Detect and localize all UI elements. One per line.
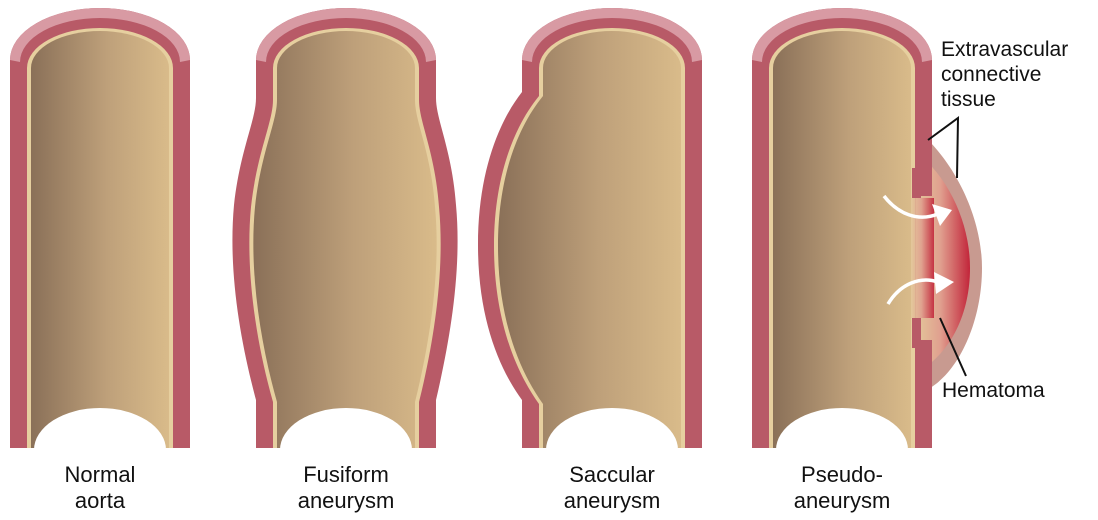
label-hematoma: Hematoma xyxy=(942,378,1045,403)
caption-normal-aorta: Normal aorta xyxy=(40,462,160,514)
caption-line: aneurysm xyxy=(542,488,682,514)
caption-line: Pseudo- xyxy=(772,462,912,488)
caption-line: aorta xyxy=(40,488,160,514)
label-line: Hematoma xyxy=(942,378,1045,403)
wall-rupture-upper-edge xyxy=(912,168,921,198)
label-extravascular-connective-tissue: Extravascular connective tissue xyxy=(941,37,1068,112)
normal-aorta xyxy=(10,8,190,450)
caption-pseudoaneurysm: Pseudo- aneurysm xyxy=(772,462,912,514)
caption-saccular-aneurysm: Saccular aneurysm xyxy=(542,462,682,514)
label-line: tissue xyxy=(941,87,1068,112)
caption-line: aneurysm xyxy=(276,488,416,514)
wall-rupture-lower-edge xyxy=(912,318,921,348)
label-line: Extravascular xyxy=(941,37,1068,62)
fusiform-aneurysm xyxy=(232,8,457,450)
label-line: connective xyxy=(941,62,1068,87)
caption-line: aneurysm xyxy=(772,488,912,514)
caption-line: Saccular xyxy=(542,462,682,488)
pseudoaneurysm-lumen xyxy=(773,31,911,448)
normal-aorta-lumen xyxy=(31,31,169,448)
caption-line: Normal xyxy=(40,462,160,488)
caption-line: Fusiform xyxy=(276,462,416,488)
fusiform-lumen xyxy=(253,31,436,448)
saccular-aneurysm xyxy=(478,8,702,450)
caption-fusiform-aneurysm: Fusiform aneurysm xyxy=(276,462,416,514)
